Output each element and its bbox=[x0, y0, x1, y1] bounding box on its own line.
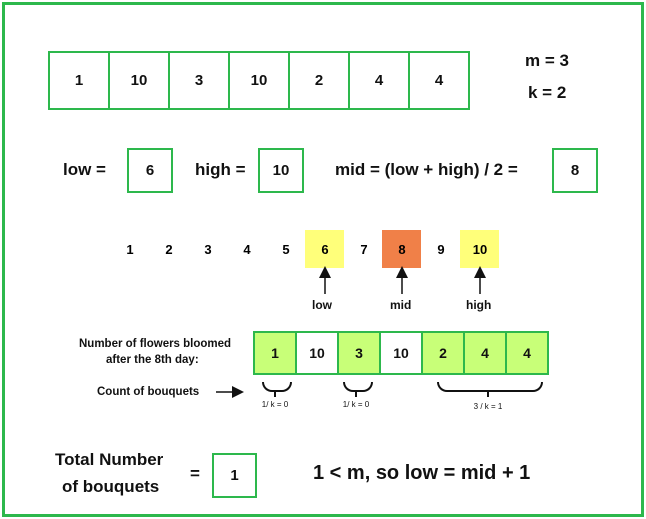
bloomed-cell: 4 bbox=[463, 331, 507, 375]
low-value-box: 6 bbox=[127, 148, 173, 193]
number-line-value: 4 bbox=[243, 242, 251, 257]
number-line-value: 1 bbox=[126, 242, 134, 257]
bloomed-cell: 1 bbox=[253, 331, 297, 375]
mid-value-box: 8 bbox=[552, 148, 598, 193]
number-line-value: 5 bbox=[282, 242, 290, 257]
bouquet-group-2-label: 1/ k = 0 bbox=[342, 400, 370, 409]
mid-highlight bbox=[382, 230, 421, 268]
number-line-value: 9 bbox=[437, 242, 445, 257]
number-line-value: 2 bbox=[165, 242, 173, 257]
param-k: k = 2 bbox=[528, 83, 567, 102]
high-highlight bbox=[460, 230, 499, 268]
conclusion-text: 1 < m, so low = mid + 1 bbox=[313, 462, 531, 484]
equals-sign: = bbox=[190, 464, 200, 483]
bouquet-count-label: Count of bouquets bbox=[97, 386, 200, 398]
array-cell: 4 bbox=[408, 51, 470, 110]
bloomed-cell: 10 bbox=[379, 331, 423, 375]
bloomed-label-line2: after the 8th day: bbox=[106, 354, 199, 366]
bloomed-cell: 10 bbox=[295, 331, 339, 375]
total-value-box: 1 bbox=[212, 453, 257, 498]
mid-pointer-label: mid bbox=[390, 298, 412, 312]
brace-tip bbox=[487, 392, 489, 397]
total-label-line1: Total Number bbox=[55, 450, 164, 469]
brace-tip bbox=[274, 392, 276, 397]
number-line-value: 7 bbox=[360, 242, 368, 257]
bloomed-cell: 2 bbox=[421, 331, 465, 375]
brace-tip bbox=[355, 392, 357, 397]
number-line-value: 10 bbox=[472, 242, 488, 257]
mid-formula-label: mid = (low + high) / 2 = bbox=[335, 160, 518, 179]
number-line-value: 8 bbox=[398, 242, 406, 257]
low-pointer-label: low bbox=[312, 298, 332, 312]
high-value-box: 10 bbox=[258, 148, 304, 193]
param-m: m = 3 bbox=[525, 51, 569, 70]
number-line-value: 6 bbox=[321, 242, 329, 257]
high-label: high = bbox=[195, 160, 246, 179]
number-line-value: 3 bbox=[204, 242, 212, 257]
low-highlight bbox=[305, 230, 344, 268]
high-pointer-label: high bbox=[466, 298, 492, 312]
bouquet-group-1-label: 1/ k = 0 bbox=[261, 400, 289, 409]
total-label-line2: of bouquets bbox=[62, 477, 160, 496]
brace-group-3 bbox=[437, 382, 543, 392]
bouquet-group-3-label: 3 / k = 1 bbox=[473, 402, 503, 411]
bloomed-label-line1: Number of flowers bloomed bbox=[79, 338, 232, 350]
bloomed-cell: 4 bbox=[505, 331, 549, 375]
low-label: low = bbox=[63, 160, 106, 179]
bloomed-cell: 3 bbox=[337, 331, 381, 375]
